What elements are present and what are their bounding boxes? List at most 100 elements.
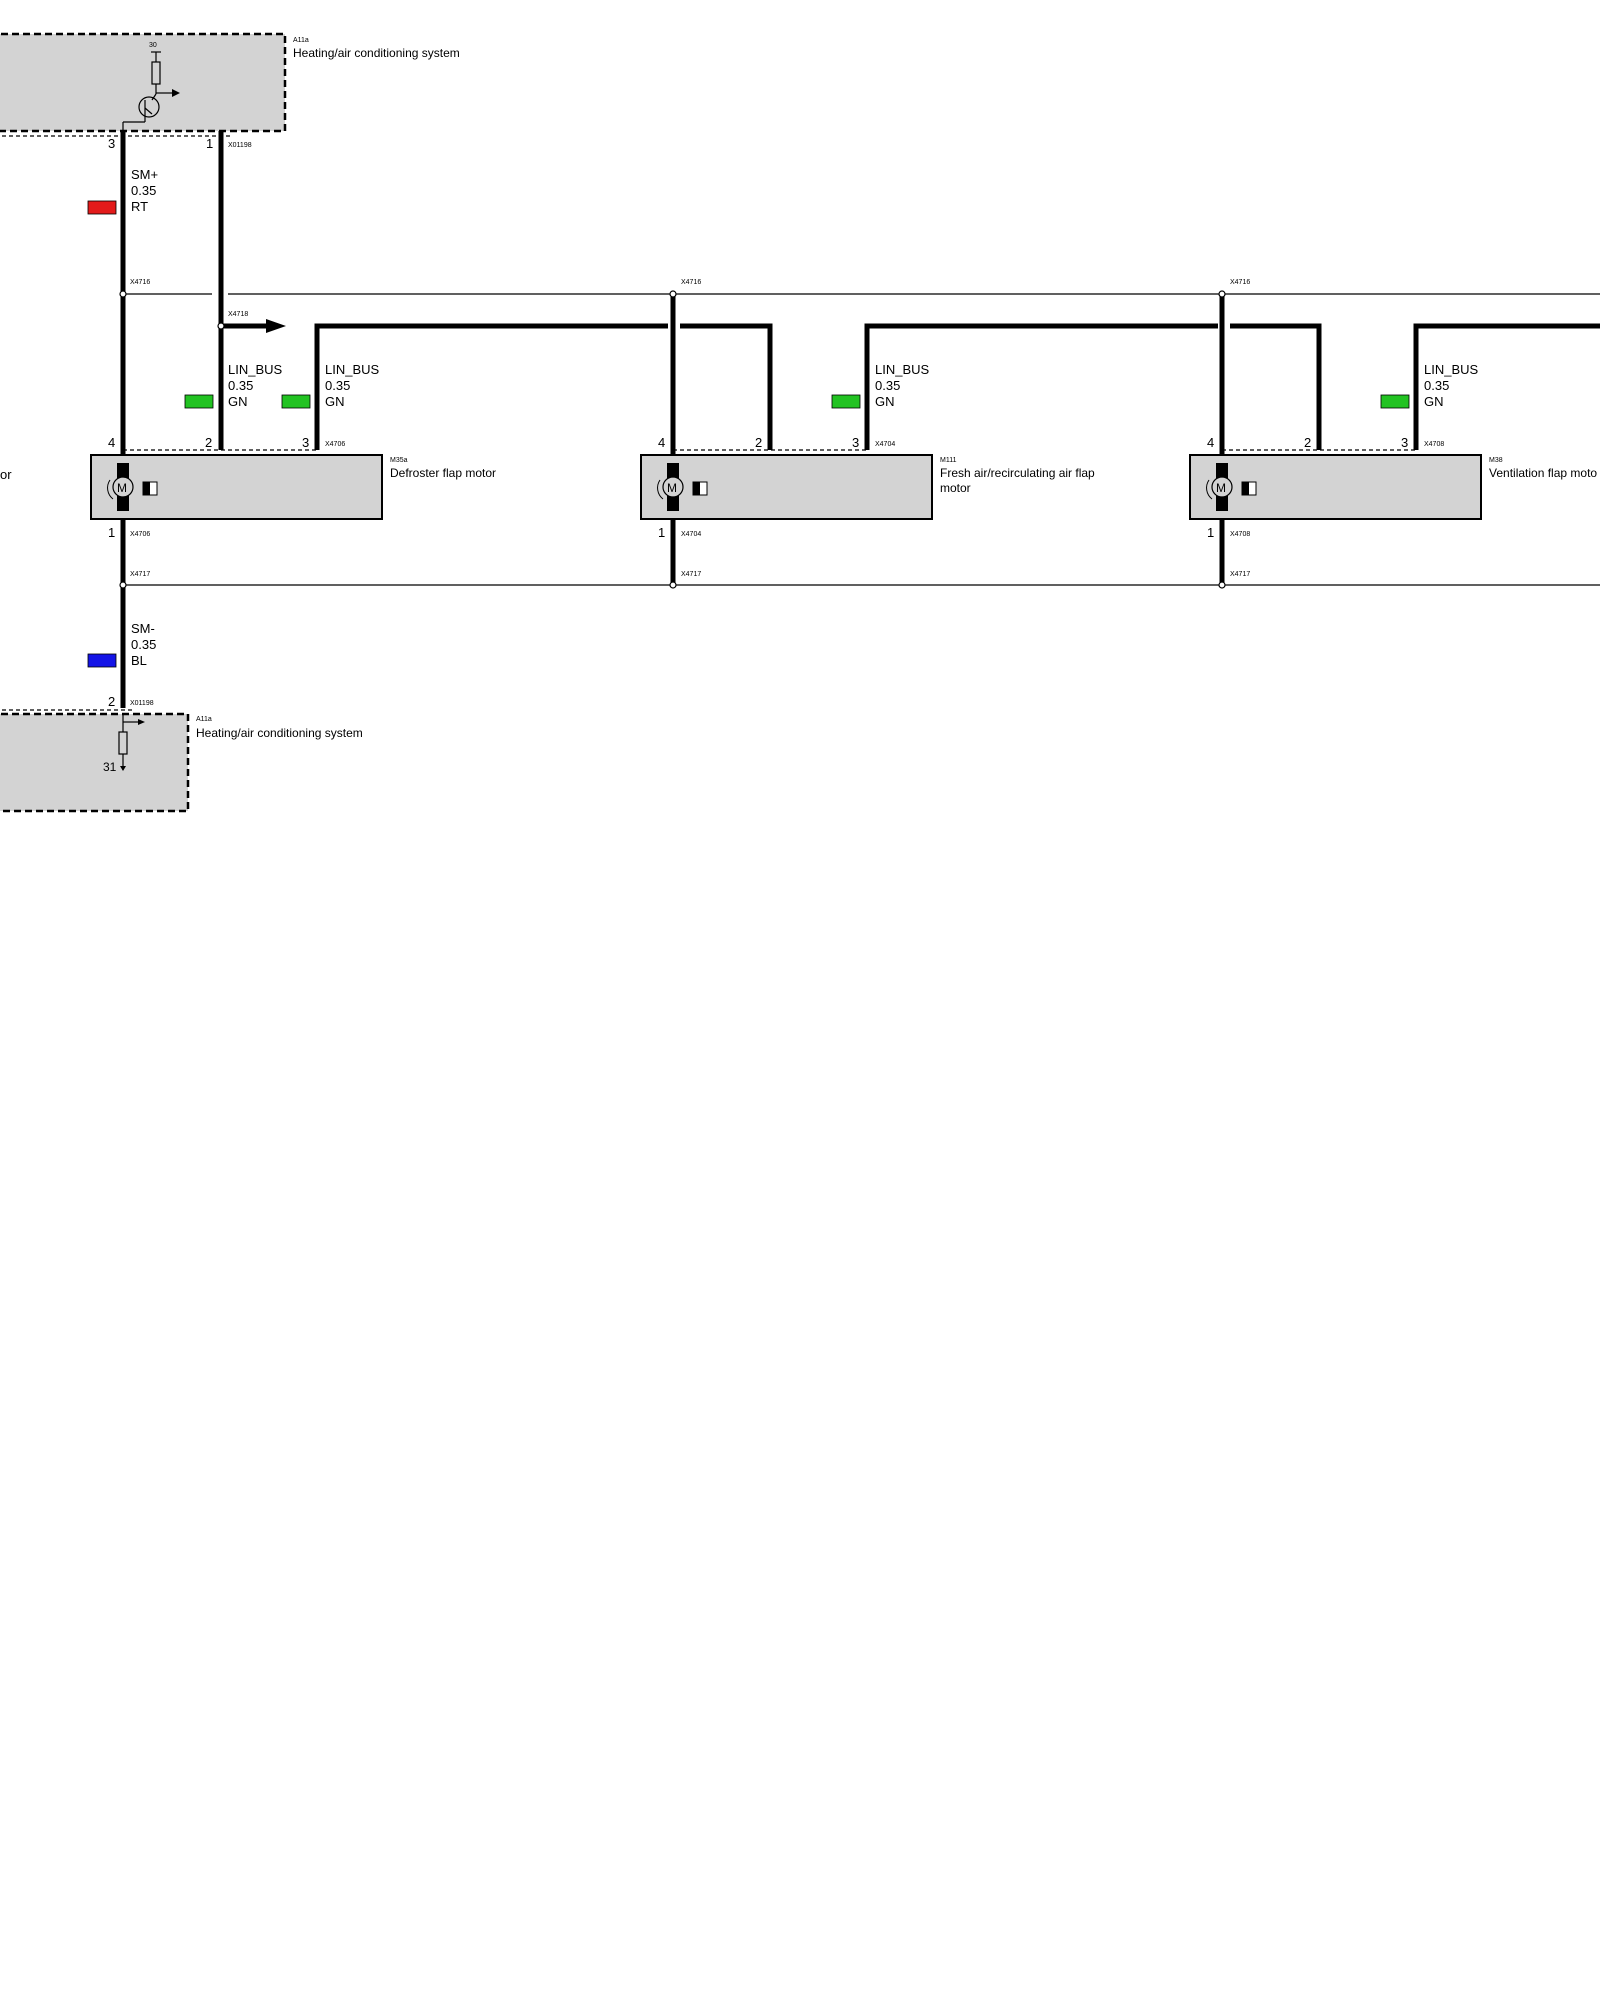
motor-box <box>1189 454 1482 520</box>
lin-gauge: 0.35 <box>325 378 350 393</box>
top-pin-3: 3 <box>108 136 115 151</box>
splice-x4716-c: X4716 <box>1230 279 1250 286</box>
splice-x4718: X4718 <box>228 311 248 318</box>
lin-chain-3a[interactable] <box>1230 323 1322 450</box>
bottom-control-module[interactable]: 31 A11a Heating/air conditioning system <box>0 709 363 813</box>
lin-gauge: 0.35 <box>875 378 900 393</box>
junction-dot <box>217 322 225 330</box>
lin-color: GN <box>325 394 345 409</box>
lin-gauge: 0.35 <box>228 378 253 393</box>
lin-name: LIN_BUS <box>1424 362 1479 377</box>
motor-m-icon <box>662 476 684 498</box>
sm-plus-wire-label: SM+ 0.35 RT <box>87 167 158 215</box>
sm-minus-name: SM- <box>131 621 155 636</box>
pin-4: 4 <box>1207 435 1214 450</box>
transistor-icon <box>138 96 160 118</box>
motor-m-icon <box>112 476 134 498</box>
output-arrow-icon <box>172 89 180 97</box>
junction-dot <box>119 290 127 298</box>
lin-label-2: LIN_BUS 0.35 GN <box>281 362 380 409</box>
bottom-module-box <box>0 712 190 813</box>
lin-label-1: LIN_BUS 0.35 GN <box>184 362 283 409</box>
bottom-module-ref: A11a <box>196 716 212 723</box>
pin-4: 4 <box>658 435 665 450</box>
motor-ref: M111 <box>940 457 957 464</box>
splice-x4716-b: X4716 <box>681 279 701 286</box>
pin-2: 2 <box>205 435 212 450</box>
sm-minus-gauge: 0.35 <box>131 637 156 652</box>
lin-color: GN <box>875 394 895 409</box>
input-arrow-icon <box>138 719 145 725</box>
top-module-box <box>0 32 287 133</box>
pin-2: 2 <box>755 435 762 450</box>
motor-connector-bottom: X4704 <box>681 531 701 538</box>
top-control-module[interactable]: 30 A11a Heating/air conditioning system <box>0 32 460 137</box>
splice-x4717-a: X4717 <box>130 571 150 578</box>
motor-m-icon <box>1211 476 1233 498</box>
motor-ref: M38 <box>1489 457 1503 464</box>
bottom-pin-2: 2 <box>108 694 115 709</box>
sm-plus-color: RT <box>131 199 148 214</box>
junction-dot <box>1218 581 1226 589</box>
motor-name: Defroster flap motor <box>390 466 496 480</box>
ground-arrow-icon <box>120 766 126 771</box>
junction-dot <box>669 581 677 589</box>
svg-text:M: M <box>1216 481 1226 495</box>
motor-name: Ventilation flap moto <box>1489 466 1597 480</box>
sm-plus-name: SM+ <box>131 167 158 182</box>
lin-gauge: 0.35 <box>1424 378 1449 393</box>
lin-chain-2b[interactable] <box>864 323 1218 450</box>
green-color-swatch <box>831 394 861 409</box>
motor-ventilation[interactable]: M 4 2 3 X4708 1 X4708 M38 Ventilation fl… <box>1189 435 1597 540</box>
top-connector-label: X01198 <box>228 142 252 149</box>
pin-1: 1 <box>108 525 115 540</box>
junction-dot <box>119 581 127 589</box>
motor-box <box>640 454 933 520</box>
pin-2: 2 <box>1304 435 1311 450</box>
lin-color: GN <box>228 394 248 409</box>
blue-color-swatch <box>87 653 117 668</box>
motor-connector-bottom: X4706 <box>130 531 150 538</box>
green-color-swatch <box>281 394 311 409</box>
lin-label-4: LIN_BUS 0.35 GN <box>1380 362 1479 409</box>
lin-name: LIN_BUS <box>875 362 930 377</box>
motor-name-line2: motor <box>940 481 971 495</box>
motor-fresh-air[interactable]: M 4 2 3 X4704 1 X4704 M111 Fresh air/rec… <box>640 435 1095 540</box>
lin-color: GN <box>1424 394 1444 409</box>
supply-30-label: 30 <box>149 42 157 49</box>
top-module-title: Heating/air conditioning system <box>293 46 460 60</box>
sm-minus-color: BL <box>131 653 147 668</box>
splice-x4717-c: X4717 <box>1230 571 1250 578</box>
junction-dot <box>669 290 677 298</box>
motor-connector-bottom: X4708 <box>1230 531 1250 538</box>
pin-3: 3 <box>1401 435 1408 450</box>
motor-ref: M35a <box>390 457 408 464</box>
splice-x4716-a: X4716 <box>130 279 150 286</box>
bottom-connector-label: X01198 <box>130 700 154 707</box>
lin-arrow-icon <box>266 319 286 333</box>
pin-1: 1 <box>658 525 665 540</box>
top-pin-1: 1 <box>206 136 213 151</box>
pin-3: 3 <box>302 435 309 450</box>
ground-31-label: 31 <box>103 760 117 774</box>
svg-text:M: M <box>117 481 127 495</box>
sm-plus-gauge: 0.35 <box>131 183 156 198</box>
junction-dot <box>1218 290 1226 298</box>
pin-4: 4 <box>108 435 115 450</box>
green-color-swatch <box>184 394 214 409</box>
motor-name: Fresh air/recirculating air flap <box>940 466 1095 480</box>
lin-chain-1[interactable] <box>314 323 668 450</box>
svg-text:M: M <box>667 481 677 495</box>
lin-label-3: LIN_BUS 0.35 GN <box>831 362 930 409</box>
bottom-module-title: Heating/air conditioning system <box>196 726 363 740</box>
lin-chain-3b[interactable] <box>1413 323 1600 450</box>
lin-name: LIN_BUS <box>325 362 380 377</box>
red-color-swatch <box>87 200 117 215</box>
pin-3: 3 <box>852 435 859 450</box>
motor-box <box>90 454 383 520</box>
lin-chain-2a[interactable] <box>680 323 773 450</box>
green-color-swatch <box>1380 394 1410 409</box>
sm-minus-wire-label: SM- 0.35 BL <box>87 621 156 668</box>
motor-defroster[interactable]: M 4 2 3 X4706 1 X4706 M35a Defroster fla… <box>90 435 496 540</box>
